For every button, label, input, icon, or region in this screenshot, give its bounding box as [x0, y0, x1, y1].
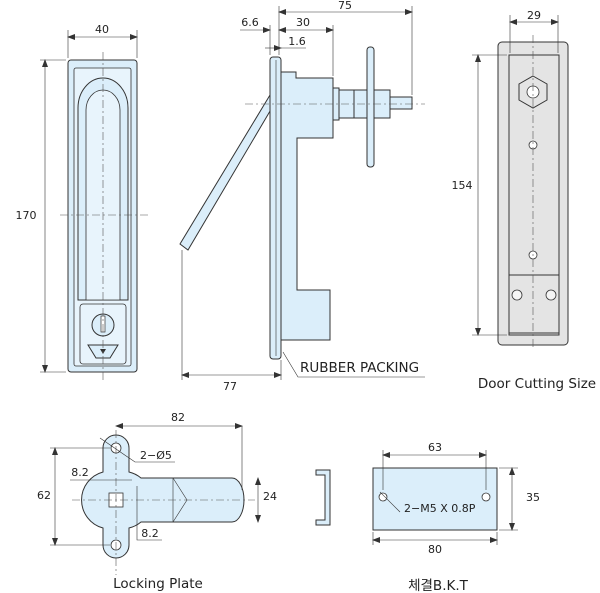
- bracket-caption: 체결B.K.T: [408, 578, 469, 593]
- width-dimension: 40: [95, 23, 109, 36]
- body-depth-dimension: 30: [296, 16, 310, 29]
- screw-icon: [545, 289, 557, 301]
- height-dimension: 170: [16, 209, 37, 222]
- hole-dimension: 2−Ø5: [140, 449, 172, 462]
- locking-plate-view: 82 2−Ø5 62 8.2 8.2 24 Locking Plate: [37, 411, 277, 592]
- bar-width-dimension: 24: [263, 490, 277, 503]
- door-cutting-caption: Door Cutting Size: [478, 376, 596, 392]
- bracket-view: 63 80 35 2−M5 X 0.8P 체결B.K.T: [315, 441, 540, 593]
- overall-length-dimension: 75: [338, 0, 352, 12]
- square-width-dimension: 8.2: [71, 466, 89, 479]
- hole-spacing-dimension: 63: [428, 441, 442, 454]
- door-cutting-view: 29 154 Door Cutting Size: [452, 9, 597, 392]
- screw-icon: [511, 289, 523, 301]
- front-view: 40 170: [16, 23, 150, 380]
- thread-dimension: 2−M5 X 0.8P: [404, 502, 476, 515]
- flange-dimension: 6.6: [241, 16, 259, 29]
- square-height-dimension: 8.2: [141, 527, 159, 540]
- handle-open-dimension: 77: [223, 380, 237, 393]
- plate-length-dimension: 82: [171, 411, 185, 424]
- cut-width-dimension: 29: [527, 9, 541, 22]
- rubber-packing-label: RUBBER PACKING: [300, 360, 419, 376]
- bracket-height-dimension: 35: [526, 491, 540, 504]
- cut-height-dimension: 154: [452, 179, 473, 192]
- packing-dimension: 1.6: [288, 35, 306, 48]
- side-view: 75 30 6.6 1.6 77 RUBBER PACKING: [179, 0, 425, 393]
- bracket-length-dimension: 80: [428, 543, 442, 556]
- locking-plate-caption: Locking Plate: [113, 576, 203, 592]
- plate-height-dimension: 62: [37, 489, 51, 502]
